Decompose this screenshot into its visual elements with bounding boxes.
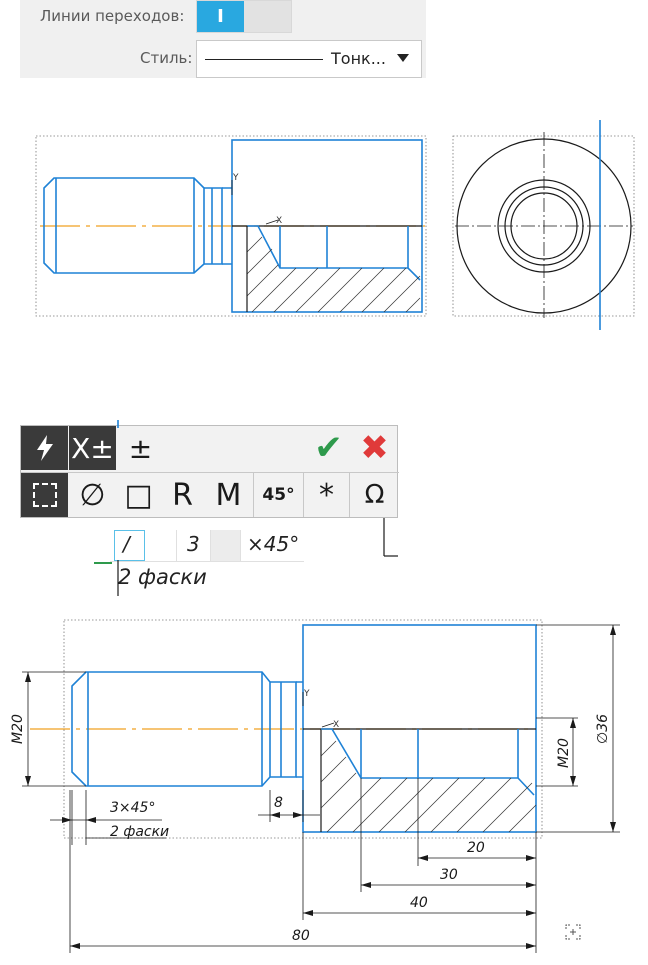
y-axis-label: Y: [232, 173, 239, 183]
m20-left-label: M20: [10, 714, 26, 744]
star-button[interactable]: *: [303, 473, 350, 517]
plus-minus-button[interactable]: ±: [117, 426, 164, 470]
chamfer-button[interactable]: 45°: [255, 473, 302, 517]
suffix-field[interactable]: ×45°: [247, 532, 300, 556]
dim-80-label: 80: [292, 928, 310, 944]
square-button[interactable]: □: [115, 473, 162, 517]
dim-40-label: 40: [410, 895, 428, 911]
tolerance-field[interactable]: [211, 530, 241, 561]
radius-icon: R: [172, 477, 193, 513]
transition-lines-toggle[interactable]: I: [196, 0, 292, 33]
side-view-frame: [452, 135, 635, 317]
line-style-select[interactable]: Тонк...: [196, 40, 422, 78]
plus-minus-icon: ±: [128, 431, 153, 465]
line-style-value: Тонк...: [331, 49, 386, 68]
dim-30-label: 30: [440, 867, 458, 883]
cancel-button[interactable]: ✖: [351, 426, 398, 470]
dim-20-label: 20: [467, 840, 485, 856]
transition-lines-label: Линии переходов:: [40, 7, 185, 25]
tolerance-x-button[interactable]: X±: [69, 426, 116, 470]
diameter-icon: ∅: [79, 477, 106, 513]
properties-panel: Линии переходов: I Стиль: Тонк...: [20, 0, 426, 78]
omega-icon: Ω: [364, 480, 385, 510]
dimension-text-editor: / 3 ×45° 2 фаски: [110, 530, 305, 592]
value-field[interactable]: 3: [177, 530, 211, 561]
m20-right-label: M20: [556, 738, 572, 768]
top-drawing: Y X: [35, 120, 635, 330]
x-axis-label: X: [276, 216, 282, 226]
close-icon: ✖: [360, 428, 389, 468]
dimension-text-toolbar: X± ± ✔ ✖ ∅ □ R M 45° * Ω: [20, 425, 399, 518]
chamfer-icon: 45°: [262, 485, 295, 505]
dim-8-label: 8: [274, 795, 283, 811]
below-shelf-text[interactable]: 2 фаски: [118, 565, 207, 589]
checkmark-icon: ✔: [314, 428, 343, 468]
diameter-button[interactable]: ∅: [69, 473, 116, 517]
chamfer-count-label: 2 фаски: [110, 824, 169, 840]
toggle-on-state[interactable]: I: [197, 1, 244, 32]
line-style-preview: [205, 59, 323, 60]
chamfer-dim-label: 3×45°: [110, 800, 155, 816]
symbol-button[interactable]: Ω: [351, 473, 398, 517]
diameter-label: ∅36: [595, 714, 611, 744]
metric-icon: M: [215, 477, 242, 513]
prefix-field[interactable]: /: [114, 530, 145, 561]
radius-button[interactable]: R: [159, 473, 206, 517]
field-empty-1[interactable]: [145, 530, 177, 561]
toggle-off-state[interactable]: [244, 1, 291, 32]
square-icon: □: [124, 477, 153, 513]
outer-circle: [456, 138, 632, 314]
auto-button[interactable]: [21, 426, 68, 470]
section-hatch: [246, 236, 421, 313]
y-axis-label-2: Y: [303, 689, 310, 699]
fit-view-icon[interactable]: [565, 924, 581, 940]
style-label: Стиль:: [140, 49, 193, 67]
star-icon: *: [319, 477, 334, 513]
bore-profile: [247, 225, 421, 281]
metric-button[interactable]: M: [205, 473, 252, 517]
x-axis-label-2: X: [333, 720, 339, 730]
x-plusminus-icon: X±: [71, 431, 114, 465]
ok-button[interactable]: ✔: [305, 426, 352, 470]
dashed-frame-icon: [32, 483, 57, 507]
lightning-icon: [36, 435, 53, 461]
front-view-frame: [35, 135, 427, 317]
frame-button[interactable]: [21, 473, 68, 517]
chevron-down-icon[interactable]: [397, 54, 409, 62]
